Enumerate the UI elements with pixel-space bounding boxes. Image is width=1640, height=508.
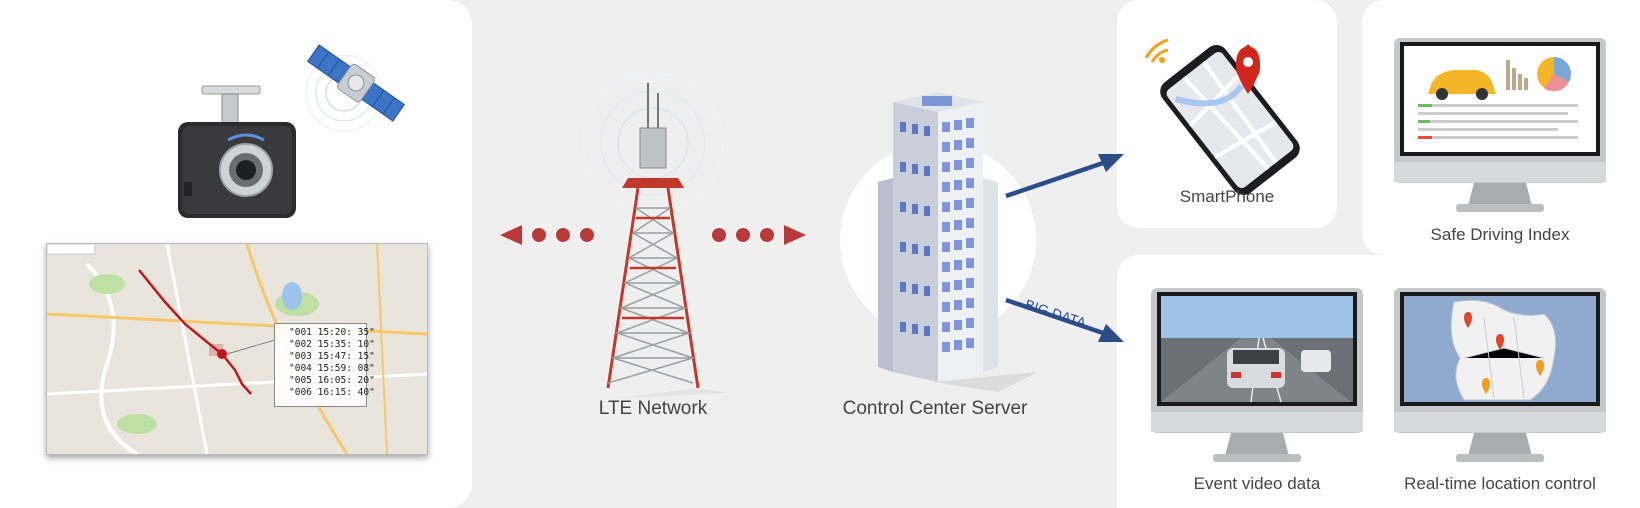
car-icon <box>1428 70 1496 100</box>
smartphone-icon <box>1144 38 1300 195</box>
signal-arrow-left <box>500 225 594 245</box>
gps-log-entry: "001 15:20: 35" <box>289 327 375 338</box>
gps-log-entry: "005 16:05: 20" <box>289 375 375 386</box>
gps-log-entry: "006 16:15: 40" <box>289 387 375 398</box>
monitor-icon <box>1151 288 1363 462</box>
map-pin-icon <box>1464 312 1544 394</box>
monitor-icon <box>1394 38 1606 212</box>
gps-log-entry: "004 15:59: 08" <box>289 363 375 374</box>
signal-arrow-right <box>712 225 806 245</box>
lte-network-label: LTE Network <box>598 398 708 419</box>
realtime-location-label: Real-time location control <box>1404 474 1596 493</box>
gps-log-box: "001 15:20: 35" "002 15:35: 10" "003 15:… <box>274 323 375 407</box>
smartphone-label: SmartPhone <box>1179 187 1275 206</box>
building-icon <box>840 92 1038 392</box>
map-pin-icon <box>1236 44 1260 94</box>
control-center-label: Control Center Server <box>842 398 1028 419</box>
arrow-to-smartphone <box>1005 154 1124 199</box>
cell-tower-icon <box>582 72 728 398</box>
gps-log-entry: "002 15:35: 10" <box>289 339 375 350</box>
gps-log-entry: "003 15:47: 15" <box>289 351 375 362</box>
monitor-icon <box>1394 288 1606 462</box>
route-line <box>138 269 252 395</box>
safe-driving-label: Safe Driving Index <box>1430 225 1570 244</box>
car-icon <box>1227 348 1285 388</box>
satellite-icon <box>305 44 406 132</box>
arrow-to-monitors <box>1005 297 1124 342</box>
event-video-label: Event video data <box>1193 474 1321 493</box>
dashcam-icon <box>178 85 296 218</box>
